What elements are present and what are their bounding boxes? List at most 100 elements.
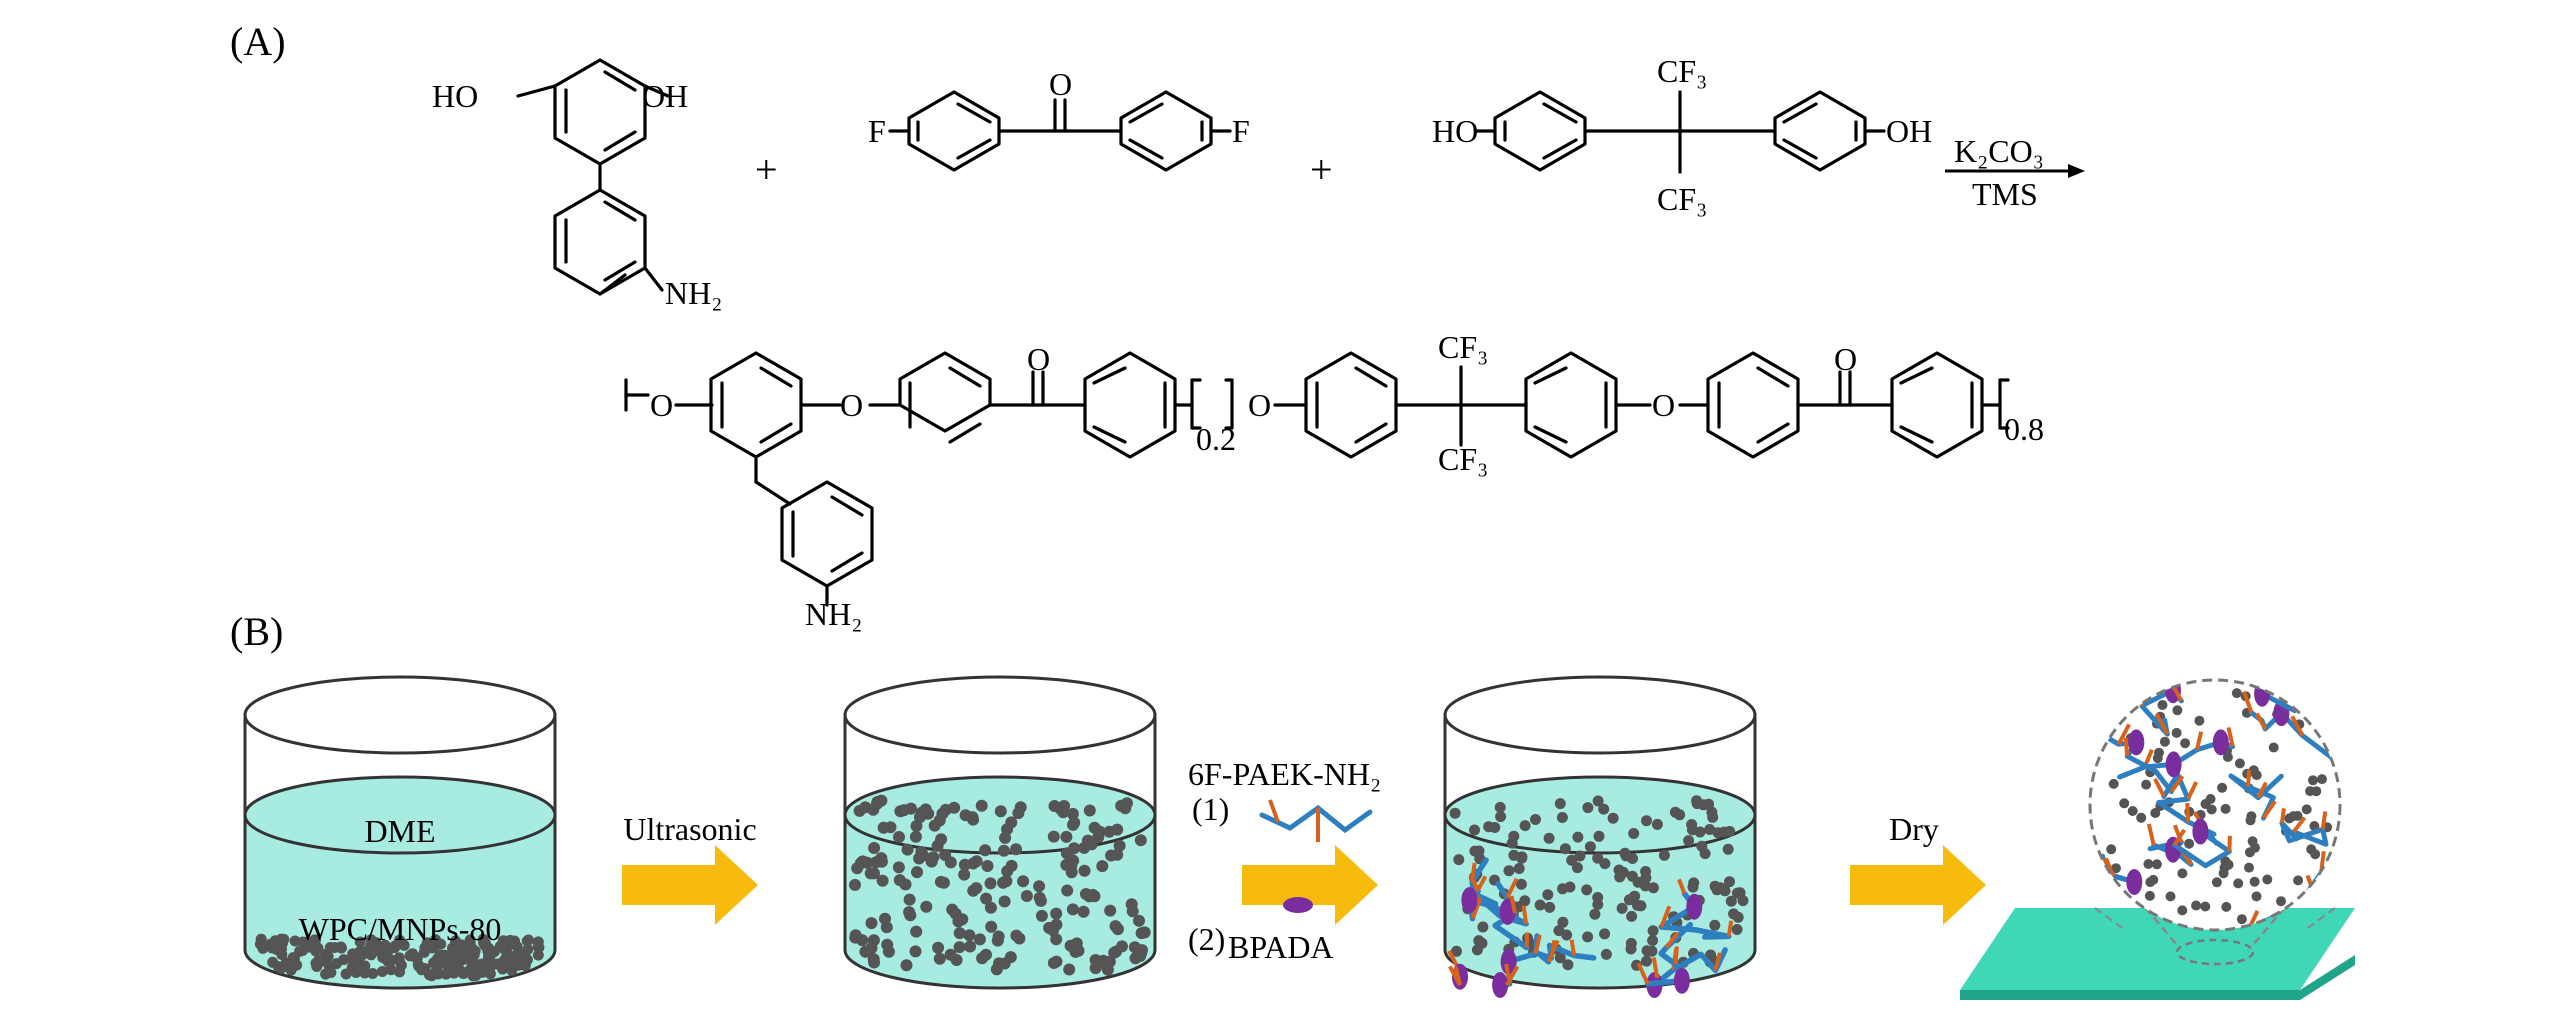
nanoparticle: [868, 842, 880, 854]
dry-arrow-shape: [1850, 845, 1986, 925]
nanoparticle: [1017, 875, 1029, 887]
nanoparticle: [1581, 884, 1592, 895]
bpada-icon: [1283, 897, 1313, 913]
nanoparticle: [522, 944, 533, 955]
polymer-terminal-o: O: [650, 387, 673, 423]
nanoparticle: [2252, 891, 2262, 901]
nanoparticle: [901, 959, 913, 971]
nanoparticle: [861, 857, 873, 869]
nanoparticle: [1641, 956, 1652, 967]
nanoparticle: [1688, 882, 1699, 893]
nanoparticle: [849, 879, 861, 891]
crosslink-bond: [2340, 884, 2346, 902]
solvent-label: TMS: [1972, 176, 2038, 212]
nanoparticle: [2177, 905, 2187, 915]
bpada-crosslinker: [1492, 972, 1508, 998]
nanoparticle: [2191, 901, 2201, 911]
nanoparticle: [1103, 826, 1115, 838]
nanoparticle: [2177, 868, 2187, 878]
nanoparticle: [934, 815, 946, 827]
nanoparticle: [976, 952, 988, 964]
nanoparticle: [2152, 859, 2162, 869]
nanoparticle: [2233, 878, 2243, 888]
nanoparticle: [1601, 949, 1612, 960]
nanoparticle: [1648, 925, 1659, 936]
nanoparticle: [1139, 926, 1151, 938]
nanoparticle: [2269, 743, 2279, 753]
nanoparticle: [2148, 875, 2158, 885]
nanoparticle: [1067, 903, 1079, 915]
nanoparticle: [273, 961, 284, 972]
nanoparticle: [2184, 839, 2194, 849]
nanoparticle: [1068, 817, 1080, 829]
nanoparticle: [1477, 922, 1488, 933]
nanoparticle: [1105, 850, 1117, 862]
nanoparticle: [1066, 854, 1078, 866]
nanoparticle: [917, 849, 929, 861]
beaker-1: DME WPC/MNPs-80: [245, 677, 555, 988]
nanoparticle: [881, 921, 893, 933]
hq-amine: NH₂: [665, 275, 722, 311]
hq-oh-right: OH: [642, 78, 688, 114]
nanoparticle: [1695, 827, 1706, 838]
bpada-crosslinker: [1686, 894, 1702, 920]
nanoparticle: [1575, 851, 1586, 862]
nanoparticle: [1530, 814, 1541, 825]
nanoparticle: [1659, 850, 1670, 861]
nanoparticle: [1646, 946, 1657, 957]
nanoparticle: [1084, 805, 1096, 817]
nanoparticle: [1015, 801, 1027, 813]
bisphenol-right-ring: [1775, 92, 1884, 170]
difluoro-f-right: F: [1232, 113, 1250, 149]
nanoparticle: [2166, 891, 2176, 901]
nanoparticle: [1599, 928, 1610, 939]
nanoparticle: [512, 953, 523, 964]
nanoparticle: [945, 949, 957, 961]
nanoparticle: [1647, 935, 1658, 946]
nanoparticle: [856, 934, 868, 946]
nanoparticle: [2128, 806, 2138, 816]
nanoparticle: [533, 941, 544, 952]
nanoparticle: [2180, 738, 2190, 748]
bpada-crosslinker: [2166, 751, 2182, 777]
bpada-crosslinker: [2126, 869, 2142, 895]
nanoparticle: [1061, 885, 1073, 897]
bpada-crosslinker: [2254, 681, 2270, 707]
nanoparticle: [1733, 912, 1744, 923]
bpada-crosslinker: [1674, 968, 1690, 994]
bpada-crosslinker: [2213, 729, 2229, 755]
nanoparticle: [1049, 800, 1061, 812]
polymer-subscript-1: 0.2: [1196, 421, 1236, 457]
crosslink-bond: [2282, 808, 2284, 823]
nanoparticle: [1483, 821, 1494, 832]
nanoparticle: [2293, 875, 2303, 885]
nanoparticle: [934, 953, 946, 965]
bpada-crosslinker: [2311, 886, 2327, 912]
nanoparticle: [1519, 895, 1530, 906]
nanoparticle: [1692, 798, 1703, 809]
nanoparticle: [2154, 748, 2164, 758]
nanoparticle: [1565, 882, 1576, 893]
nanoparticle: [998, 845, 1010, 857]
nanoparticle: [1560, 843, 1571, 854]
nanoparticle: [2237, 914, 2247, 924]
nanoparticle: [1614, 865, 1625, 876]
polymer-product: O O O 0.2 O CF₃ CF₃ O O 0.8 NH₂: [626, 329, 2044, 632]
nanoparticle: [2244, 863, 2254, 873]
nanoparticle: [985, 877, 997, 889]
nanoparticle: [2200, 902, 2210, 912]
nanoparticle: [1104, 905, 1116, 917]
nanoparticle: [1036, 910, 1048, 922]
crosslink-bond: [2229, 836, 2230, 852]
nanoparticle: [991, 963, 1003, 975]
nanoparticle: [1592, 899, 1603, 910]
solid-label: WPC/MNPs-80: [299, 911, 502, 947]
nanoparticle: [325, 967, 336, 978]
nanoparticle: [1091, 960, 1103, 972]
nanoparticle: [1553, 925, 1564, 936]
polymer-ether-o-2: O: [1248, 387, 1271, 423]
nanoparticle: [971, 855, 983, 867]
nanoparticle: [910, 831, 922, 843]
nanoparticle: [1641, 815, 1652, 826]
beaker-3-rim: [1445, 677, 1755, 753]
